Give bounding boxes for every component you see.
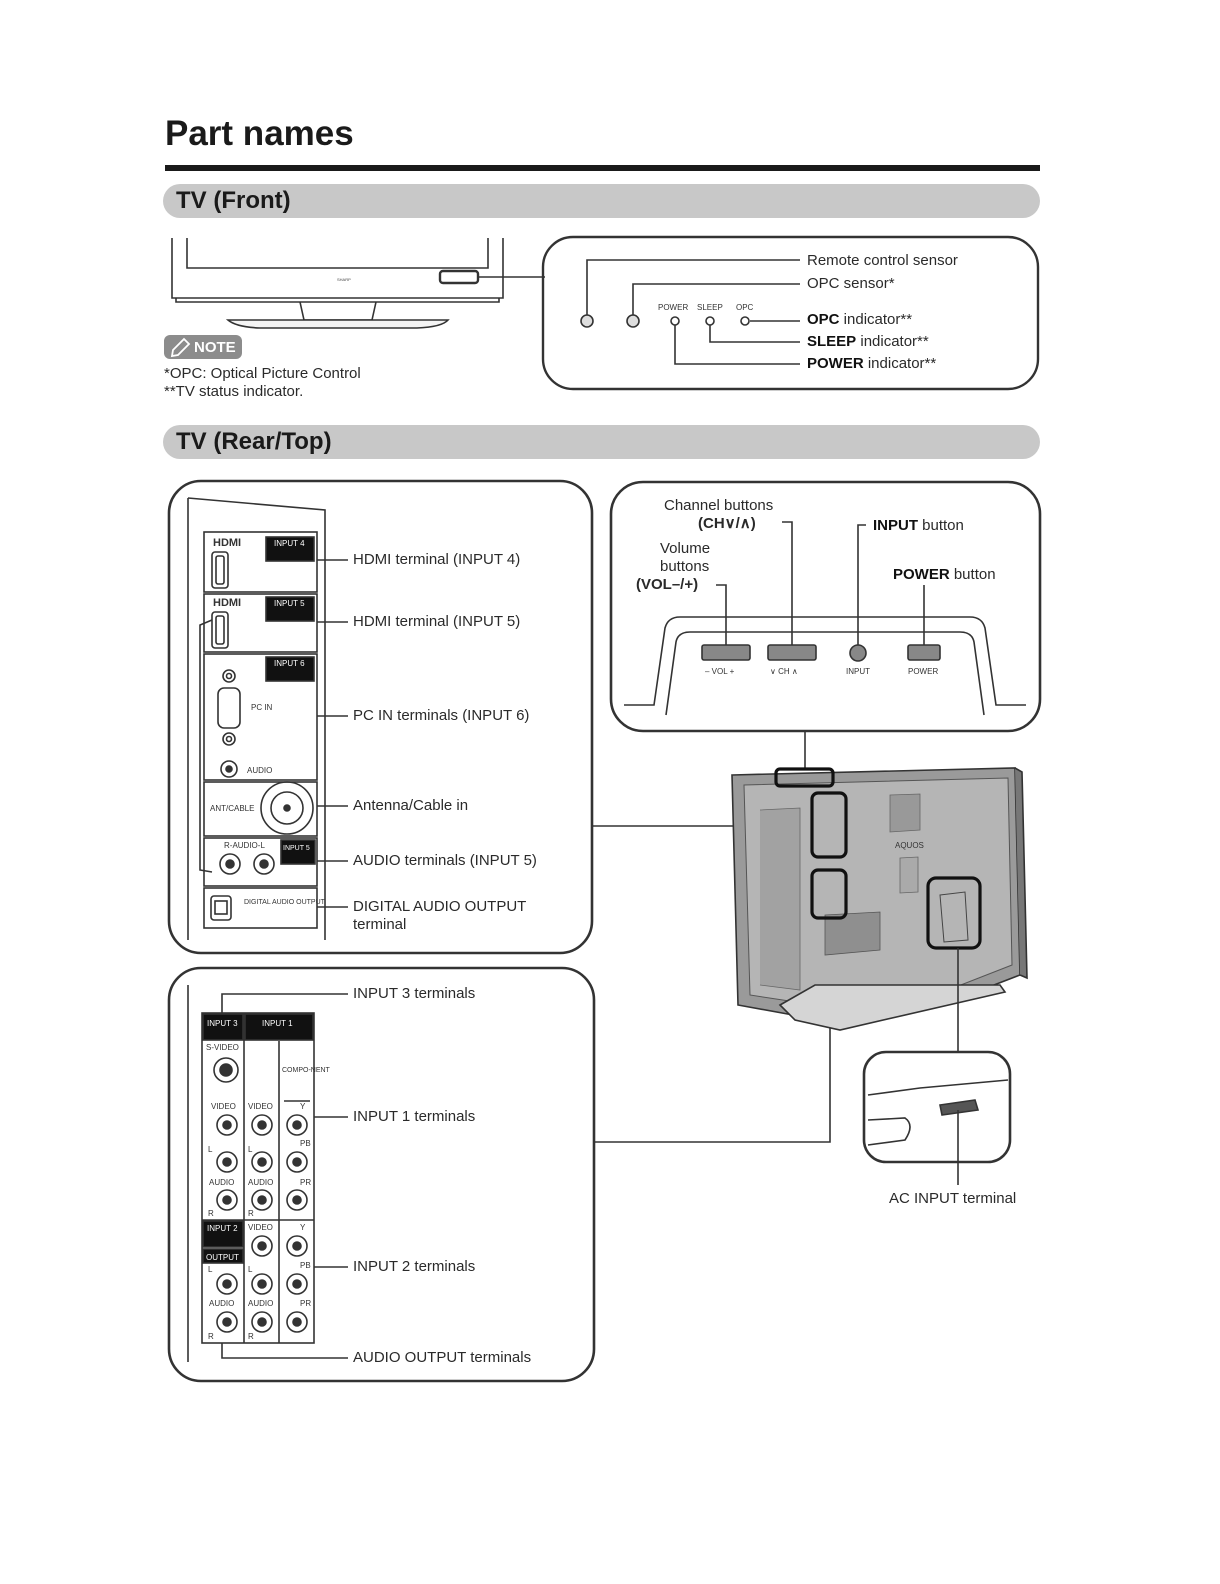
audio-text: AUDIO (247, 766, 272, 775)
panel-sleep-text: SLEEP (697, 303, 723, 312)
l3-text: L (208, 1145, 213, 1154)
section-rear-bar: TV (Rear/Top) (163, 425, 1040, 459)
label-input1: INPUT 1 terminals (353, 1108, 476, 1125)
r1-text: R (248, 1209, 254, 1218)
note-badge: NOTE (164, 335, 242, 359)
title-divider (165, 165, 1040, 171)
note-line-2: **TV status indicator. (164, 383, 304, 400)
input6-tag: INPUT 6 (274, 659, 305, 668)
brand-mark: SHARP (337, 277, 351, 282)
pr2-text: PR (300, 1299, 311, 1308)
output-tag: OUTPUT (206, 1253, 239, 1262)
label-sleep-indicator: SLEEP indicator** (807, 333, 929, 350)
input1-tag: INPUT 1 (262, 1019, 293, 1028)
label-channel-1: Channel buttons (664, 497, 774, 514)
video1-text: VIDEO (248, 1102, 273, 1111)
label-ac-input: AC INPUT terminal (889, 1190, 1017, 1207)
rear-connector-box (167, 479, 594, 955)
label-channel-2: (CH∨/∧) (698, 515, 756, 532)
vol-mark: – VOL + (705, 667, 735, 676)
input5-tag: INPUT 5 (274, 599, 305, 608)
label-antenna: Antenna/Cable in (353, 797, 469, 814)
label-volume-3: (VOL–/+) (636, 576, 699, 593)
audio2-text: AUDIO (248, 1299, 273, 1308)
l1-text: L (248, 1145, 253, 1154)
input4-tag: INPUT 4 (274, 539, 305, 548)
r2-text: R (248, 1332, 254, 1341)
pr1-text: PR (300, 1178, 311, 1187)
l-out-text: L (208, 1265, 213, 1274)
note-line-1: *OPC: Optical Picture Control (164, 365, 361, 382)
audio3-text: AUDIO (209, 1178, 234, 1187)
r-out-text: R (208, 1332, 214, 1341)
ch-mark: ∨ CH ∧ (770, 667, 798, 676)
hdmi5-logo: HDMI (213, 597, 241, 609)
input3-tag: INPUT 3 (207, 1019, 238, 1028)
label-audio-out: AUDIO OUTPUT terminals (353, 1349, 532, 1366)
front-callout-box (541, 235, 1040, 391)
label-power-button: POWER button (893, 566, 996, 583)
component-text: COMPO-NENT (282, 1067, 331, 1074)
r-audio-l-text: R-AUDIO-L (224, 841, 265, 850)
label-remote-sensor: Remote control sensor (807, 252, 958, 269)
top-controls-box (609, 480, 1042, 733)
opc-sensor-dot (626, 314, 640, 328)
panel-power-text: POWER (658, 303, 688, 312)
opc-led-dot (740, 316, 750, 326)
power-led-dot (670, 316, 680, 326)
s-video-text: S-VIDEO (206, 1043, 239, 1052)
ant-cable-text: ANT/CABLE (210, 804, 254, 813)
ac-inlet-inset (862, 1050, 1012, 1164)
aquos-logo: AQUOS (895, 841, 924, 850)
tv-front-illustration (171, 238, 545, 329)
rca-jacks (216, 1114, 308, 1333)
video3-text: VIDEO (211, 1102, 236, 1111)
label-input2: INPUT 2 terminals (353, 1258, 476, 1275)
label-opc-sensor: OPC sensor* (807, 275, 895, 292)
input-mark: INPUT (846, 667, 870, 676)
label-pcin: PC IN terminals (INPUT 6) (353, 707, 530, 724)
section-front-bar: TV (Front) (163, 184, 1040, 218)
label-hdmi5: HDMI terminal (INPUT 5) (353, 613, 521, 630)
pb2-text: PB (300, 1261, 311, 1270)
tv-rear-illustration (731, 767, 1028, 1031)
label-input3: INPUT 3 terminals (353, 985, 476, 1002)
audio1-text: AUDIO (248, 1178, 273, 1187)
video2-text: VIDEO (248, 1223, 273, 1232)
label-digital-1: DIGITAL AUDIO OUTPUT (353, 898, 527, 915)
label-power-indicator: POWER indicator** (807, 355, 937, 372)
label-opc-indicator: OPC indicator** (807, 311, 913, 328)
input2-tag: INPUT 2 (207, 1224, 238, 1233)
pb1-text: PB (300, 1139, 311, 1148)
label-digital-2: terminal (353, 916, 407, 933)
label-hdmi4: HDMI terminal (INPUT 4) (353, 551, 521, 568)
input5-audio-tag: INPUT 5 (283, 845, 310, 852)
label-input-button: INPUT button (873, 517, 964, 534)
remote-sensor-dot (580, 314, 594, 328)
r3-text: R (208, 1209, 214, 1218)
hdmi4-logo: HDMI (213, 537, 241, 549)
note-badge-label: NOTE (194, 339, 236, 356)
label-volume-2: buttons (660, 558, 710, 575)
power-mark: POWER (908, 667, 938, 676)
pc-in-text: PC IN (251, 703, 273, 712)
section-front-title: TV (Front) (176, 187, 291, 214)
note-pencil-icon (170, 337, 191, 358)
audio-out-text: AUDIO (209, 1299, 234, 1308)
label-audio5: AUDIO terminals (INPUT 5) (353, 852, 537, 869)
page-title: Part names (165, 114, 354, 153)
y2-text: Y (300, 1223, 306, 1232)
panel-opc-text: OPC (736, 303, 754, 312)
y1-text: Y (300, 1102, 306, 1111)
l2-text: L (248, 1265, 253, 1274)
digital-audio-text: DIGITAL AUDIO OUTPUT (244, 899, 326, 906)
section-rear-title: TV (Rear/Top) (176, 428, 332, 455)
sleep-led-dot (705, 316, 715, 326)
label-volume-1: Volume (660, 540, 711, 557)
rear-av-box (167, 966, 596, 1383)
